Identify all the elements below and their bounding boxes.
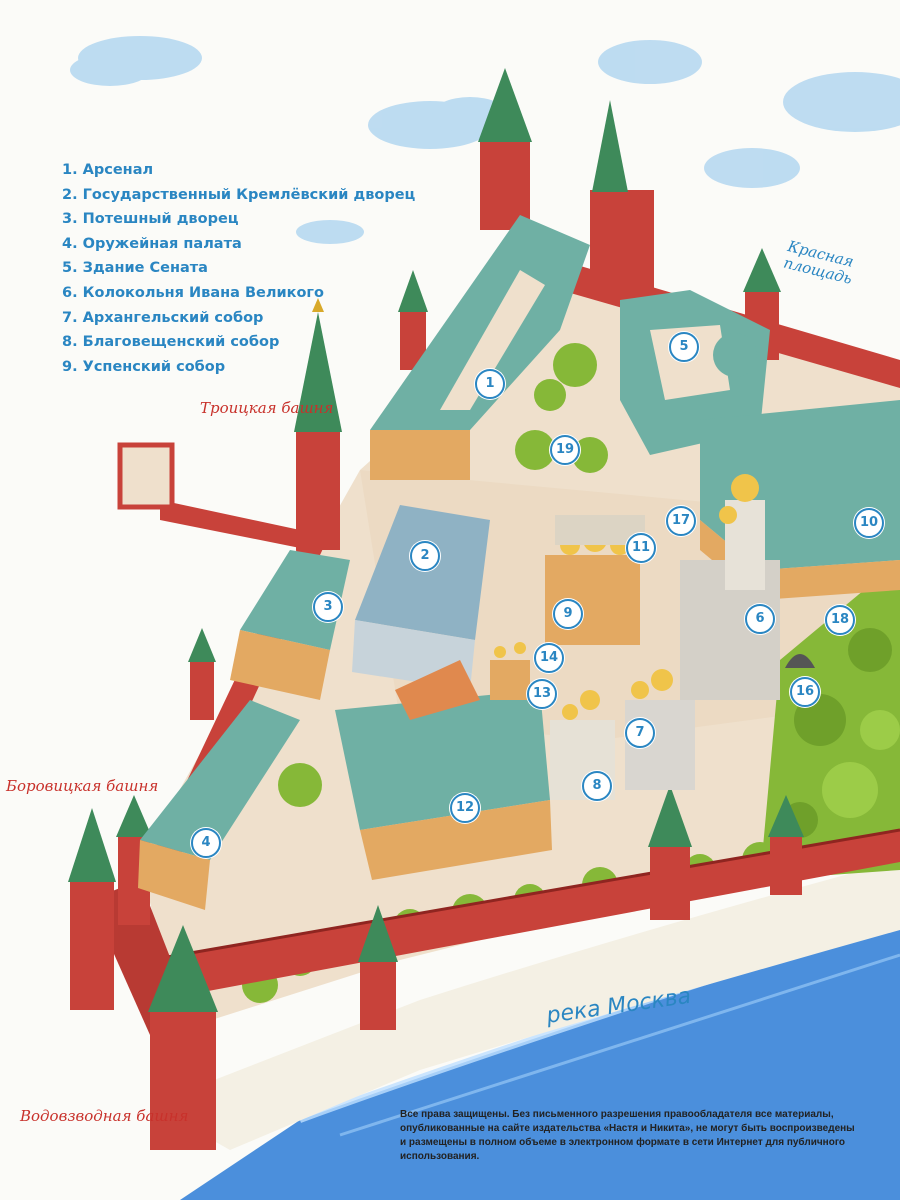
legend-item: 9. Успенский собор [62,358,226,375]
marker-11[interactable]: 11 [626,533,656,563]
legend-item: 1. Арсенал [62,162,154,178]
legend-list: 1. Арсенал 2. Государственный Кремлёвски… [62,158,415,379]
legend-item: 6. Колокольня Ивана Великого [62,284,324,301]
label-borovitskaya-tower: Боровицкая башня [6,777,159,795]
marker-8[interactable]: 8 [582,771,612,801]
clouds [70,36,900,244]
marker-3[interactable]: 3 [313,592,343,622]
label-vodovzvodnaya-tower: Водовзводная башня [20,1107,189,1125]
legend-item: 2. Государственный Кремлёвский дворец [62,186,416,203]
label-troitskaya-tower: Троицкая башня [200,399,334,417]
marker-6[interactable]: 6 [745,604,775,634]
taynitsky-garden [760,560,900,880]
marker-2[interactable]: 2 [410,541,440,571]
marker-17[interactable]: 17 [666,506,696,536]
marker-14[interactable]: 14 [534,643,564,673]
legend-item: 7. Архангельский собор [62,309,264,326]
marker-7[interactable]: 7 [625,718,655,748]
legend-item: 4. Оружейная палата [62,235,242,252]
towers [68,68,804,1150]
marker-18[interactable]: 18 [825,605,855,635]
marker-9[interactable]: 9 [553,599,583,629]
marker-4[interactable]: 4 [191,828,221,858]
legend-item: 3. Потешный дворец [62,211,239,228]
marker-16[interactable]: 16 [790,677,820,707]
marker-12[interactable]: 12 [450,793,480,823]
marker-10[interactable]: 10 [854,508,884,538]
marker-19[interactable]: 19 [550,435,580,465]
marker-1[interactable]: 1 [475,369,505,399]
marker-5[interactable]: 5 [669,332,699,362]
copyright-notice: Все права защищены. Без письменного разр… [400,1109,855,1162]
marker-13[interactable]: 13 [527,679,557,709]
legend-item: 8. Благовещенский собор [62,334,280,351]
legend-item: 5. Здание Сената [62,260,208,277]
